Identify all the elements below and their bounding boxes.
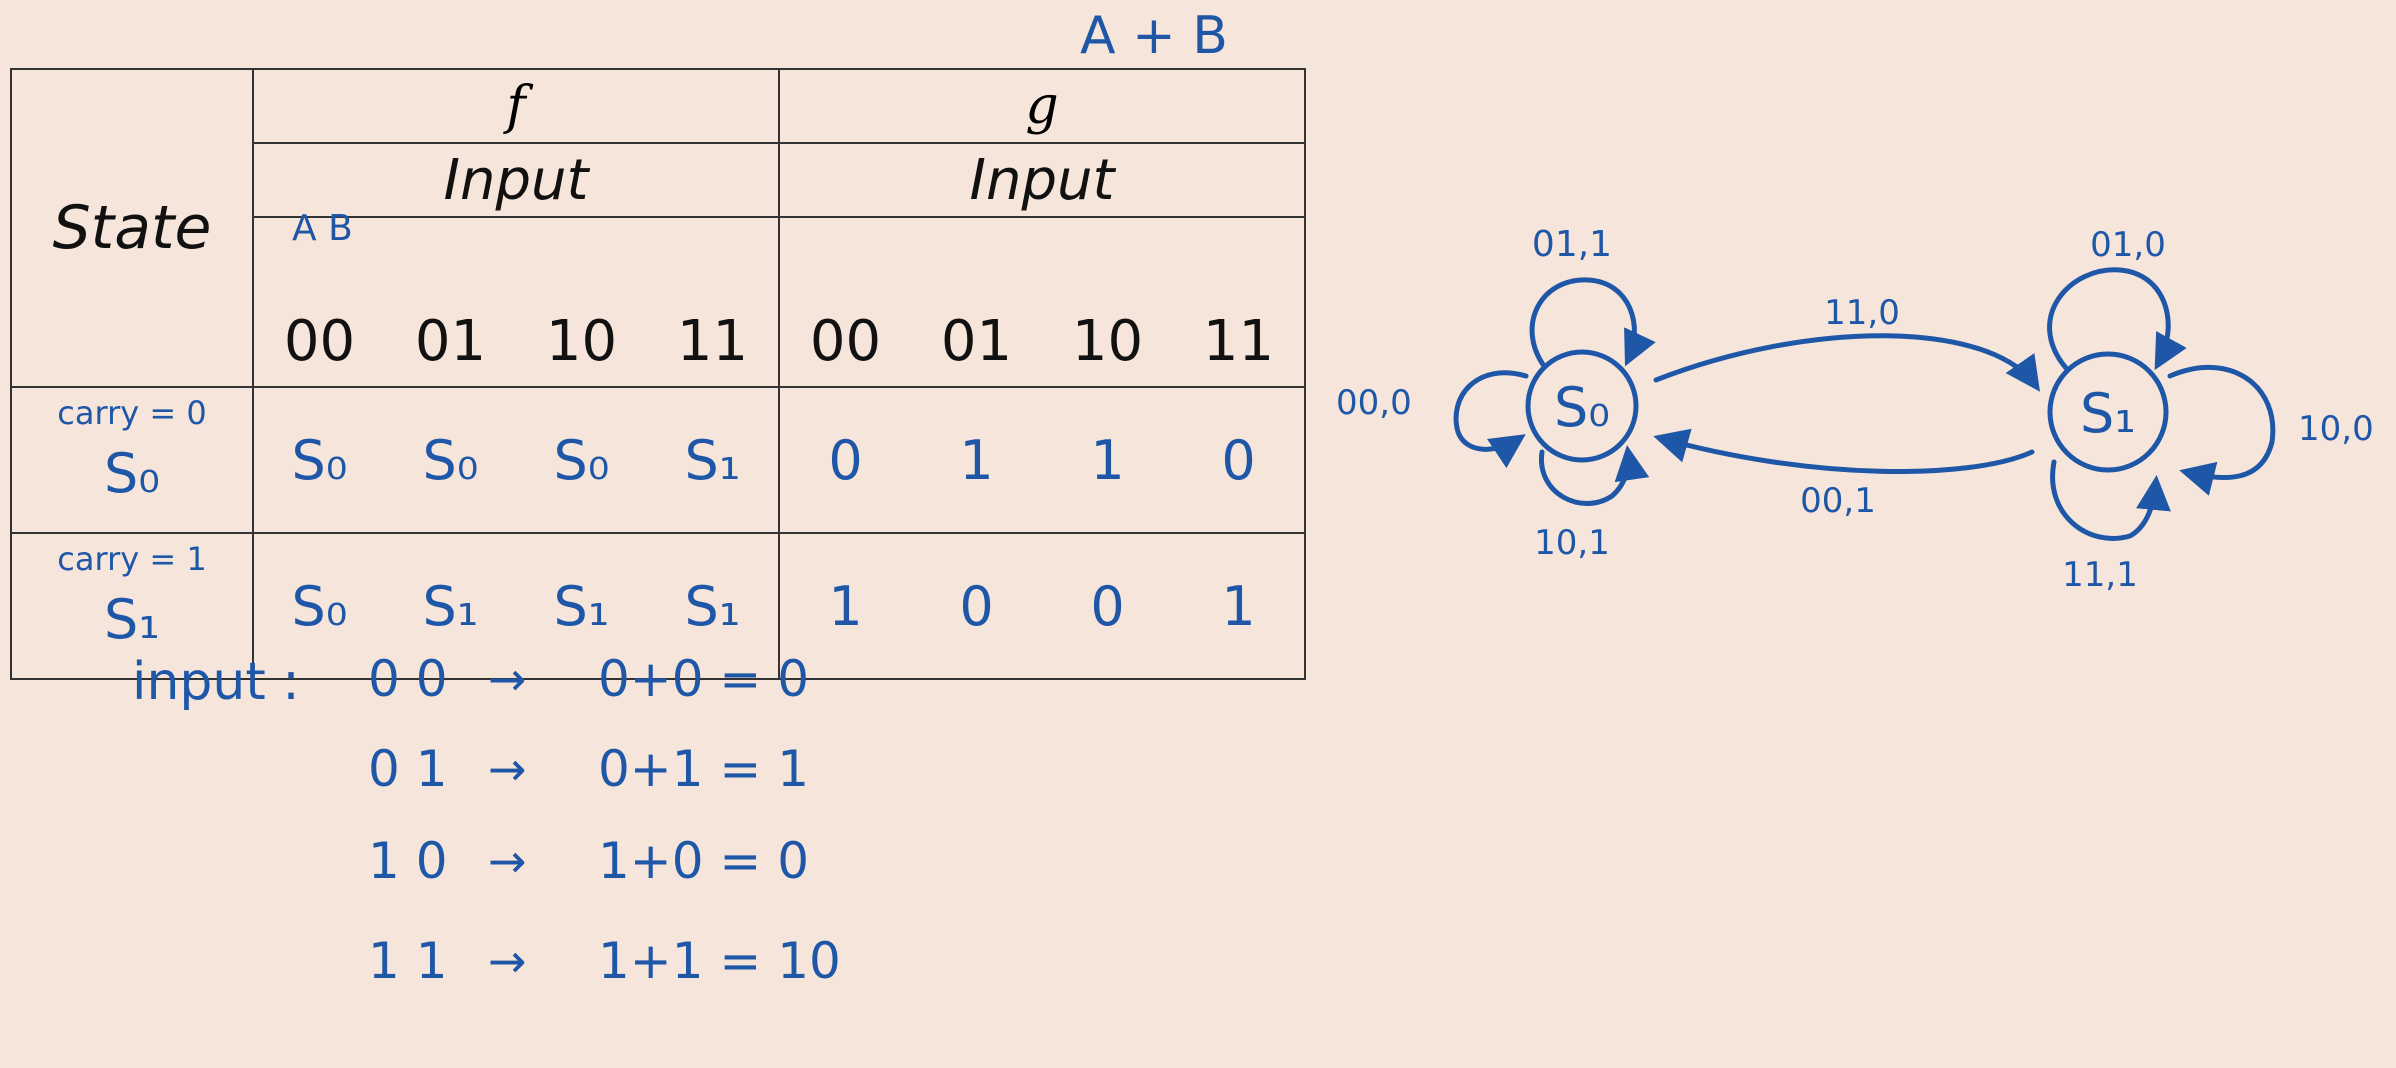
note-input: 0 1 bbox=[368, 740, 448, 798]
note-result: 1+1 = 10 bbox=[598, 932, 841, 990]
transition-label: 10,0 bbox=[2298, 409, 2374, 449]
state-node-s0 bbox=[1525, 349, 1639, 463]
state-node-s1 bbox=[2047, 351, 2169, 473]
g-value: 1 bbox=[1221, 574, 1256, 638]
note-input: 1 1 bbox=[368, 932, 448, 990]
note-line: 0 1 → 0+1 = 1 bbox=[368, 740, 809, 798]
arrow-icon: → bbox=[488, 652, 527, 706]
notes-label: input : bbox=[132, 652, 300, 712]
g-value: 0 bbox=[959, 574, 994, 638]
g-input-codes: 00 01 10 11 bbox=[778, 216, 1306, 388]
state-diagram: S₀ S₁ 01,1 00,0 10,1 11,0 00,1 01,0 10,0… bbox=[1336, 224, 2374, 595]
loop-s1-right bbox=[2167, 364, 2276, 496]
state-label: S₁ bbox=[2080, 382, 2136, 445]
f-value: S₀ bbox=[291, 574, 348, 638]
table-row: carry = 1 S₁ S₀ S₁ S₁ S₁ 1 0 0 1 bbox=[10, 532, 1306, 680]
f-value: S₀ bbox=[422, 428, 479, 492]
carry-label: carry = 1 bbox=[57, 540, 207, 578]
loop-s1-bottom bbox=[2050, 459, 2171, 541]
arrow-icon: → bbox=[488, 934, 527, 988]
table-row: carry = 0 S₀ S₀ S₀ S₀ S₁ 0 1 1 0 bbox=[10, 386, 1306, 534]
f-header: f bbox=[252, 68, 780, 144]
loop-s0-left bbox=[1453, 370, 1529, 469]
f-code: 01 bbox=[414, 309, 487, 374]
carry-label: carry = 0 bbox=[57, 394, 207, 432]
f-values: S₀ S₀ S₀ S₁ bbox=[252, 386, 780, 534]
f-value: S₀ bbox=[291, 428, 348, 492]
state-name: S₁ bbox=[104, 588, 160, 651]
g-code: 00 bbox=[809, 309, 882, 374]
f-code: 11 bbox=[676, 309, 749, 374]
g-value: 1 bbox=[1090, 428, 1125, 492]
state-cell: carry = 1 S₁ bbox=[10, 532, 254, 680]
g-value: 0 bbox=[828, 428, 863, 492]
transition-label: 11,0 bbox=[1824, 293, 1900, 333]
g-code: 11 bbox=[1202, 309, 1275, 374]
f-value: S₁ bbox=[684, 428, 741, 492]
f-input-header: Input bbox=[252, 142, 780, 218]
ab-label: A B bbox=[292, 208, 353, 249]
f-value: S₁ bbox=[684, 574, 741, 638]
transition-label: 00,1 bbox=[1800, 481, 1876, 521]
g-values: 1 0 0 1 bbox=[778, 532, 1306, 680]
note-result: 0+1 = 1 bbox=[598, 740, 810, 798]
loop-s0-bottom bbox=[1539, 445, 1650, 506]
f-value: S₀ bbox=[553, 428, 610, 492]
f-values: S₀ S₁ S₁ S₁ bbox=[252, 532, 780, 680]
g-value: 1 bbox=[828, 574, 863, 638]
g-header: g bbox=[778, 68, 1306, 144]
transition-label: 00,0 bbox=[1336, 383, 1412, 423]
edge-s0-s1 bbox=[1653, 333, 2041, 392]
note-input: 0 0 bbox=[368, 650, 448, 708]
f-code: 10 bbox=[545, 309, 618, 374]
g-code: 01 bbox=[940, 309, 1013, 374]
g-value: 1 bbox=[959, 428, 994, 492]
f-code: 00 bbox=[283, 309, 356, 374]
note-result: 1+0 = 0 bbox=[598, 832, 810, 890]
transition-label: 11,1 bbox=[2062, 555, 2138, 595]
g-input-header: Input bbox=[778, 142, 1306, 218]
state-table: State f g Input Input A B 00 01 10 11 00 bbox=[10, 68, 1306, 680]
f-value: S₁ bbox=[553, 574, 610, 638]
loop-s0-top bbox=[1529, 277, 1656, 369]
arrow-icon: → bbox=[488, 834, 527, 888]
a-plus-b-label: A + B bbox=[1080, 6, 1228, 66]
g-value: 0 bbox=[1221, 428, 1256, 492]
g-values: 0 1 1 0 bbox=[778, 386, 1306, 534]
note-line: 1 1 → 1+1 = 10 bbox=[368, 932, 841, 990]
transition-label: 01,1 bbox=[1532, 224, 1612, 265]
f-value: S₁ bbox=[422, 574, 479, 638]
transition-label: 10,1 bbox=[1534, 523, 1610, 563]
arrow-icon: → bbox=[488, 742, 527, 796]
edge-s1-s0 bbox=[1653, 428, 2035, 475]
note-line: 1 0 → 1+0 = 0 bbox=[368, 832, 809, 890]
transition-label: 01,0 bbox=[2090, 225, 2166, 265]
note-result: 0+0 = 0 bbox=[598, 650, 810, 708]
transition-table: State f g Input Input A B 00 01 10 11 00 bbox=[10, 68, 1306, 680]
state-cell: carry = 0 S₀ bbox=[10, 386, 254, 534]
note-input: 1 0 bbox=[368, 832, 448, 890]
f-input-codes: A B 00 01 10 11 bbox=[252, 208, 780, 388]
note-line: 0 0 → 0+0 = 0 bbox=[368, 650, 809, 708]
state-name: S₀ bbox=[104, 442, 160, 505]
g-code: 10 bbox=[1071, 309, 1144, 374]
loop-s1-top bbox=[2047, 267, 2187, 371]
g-value: 0 bbox=[1090, 574, 1125, 638]
state-label: S₀ bbox=[1554, 376, 1610, 439]
state-header: State bbox=[10, 68, 254, 388]
